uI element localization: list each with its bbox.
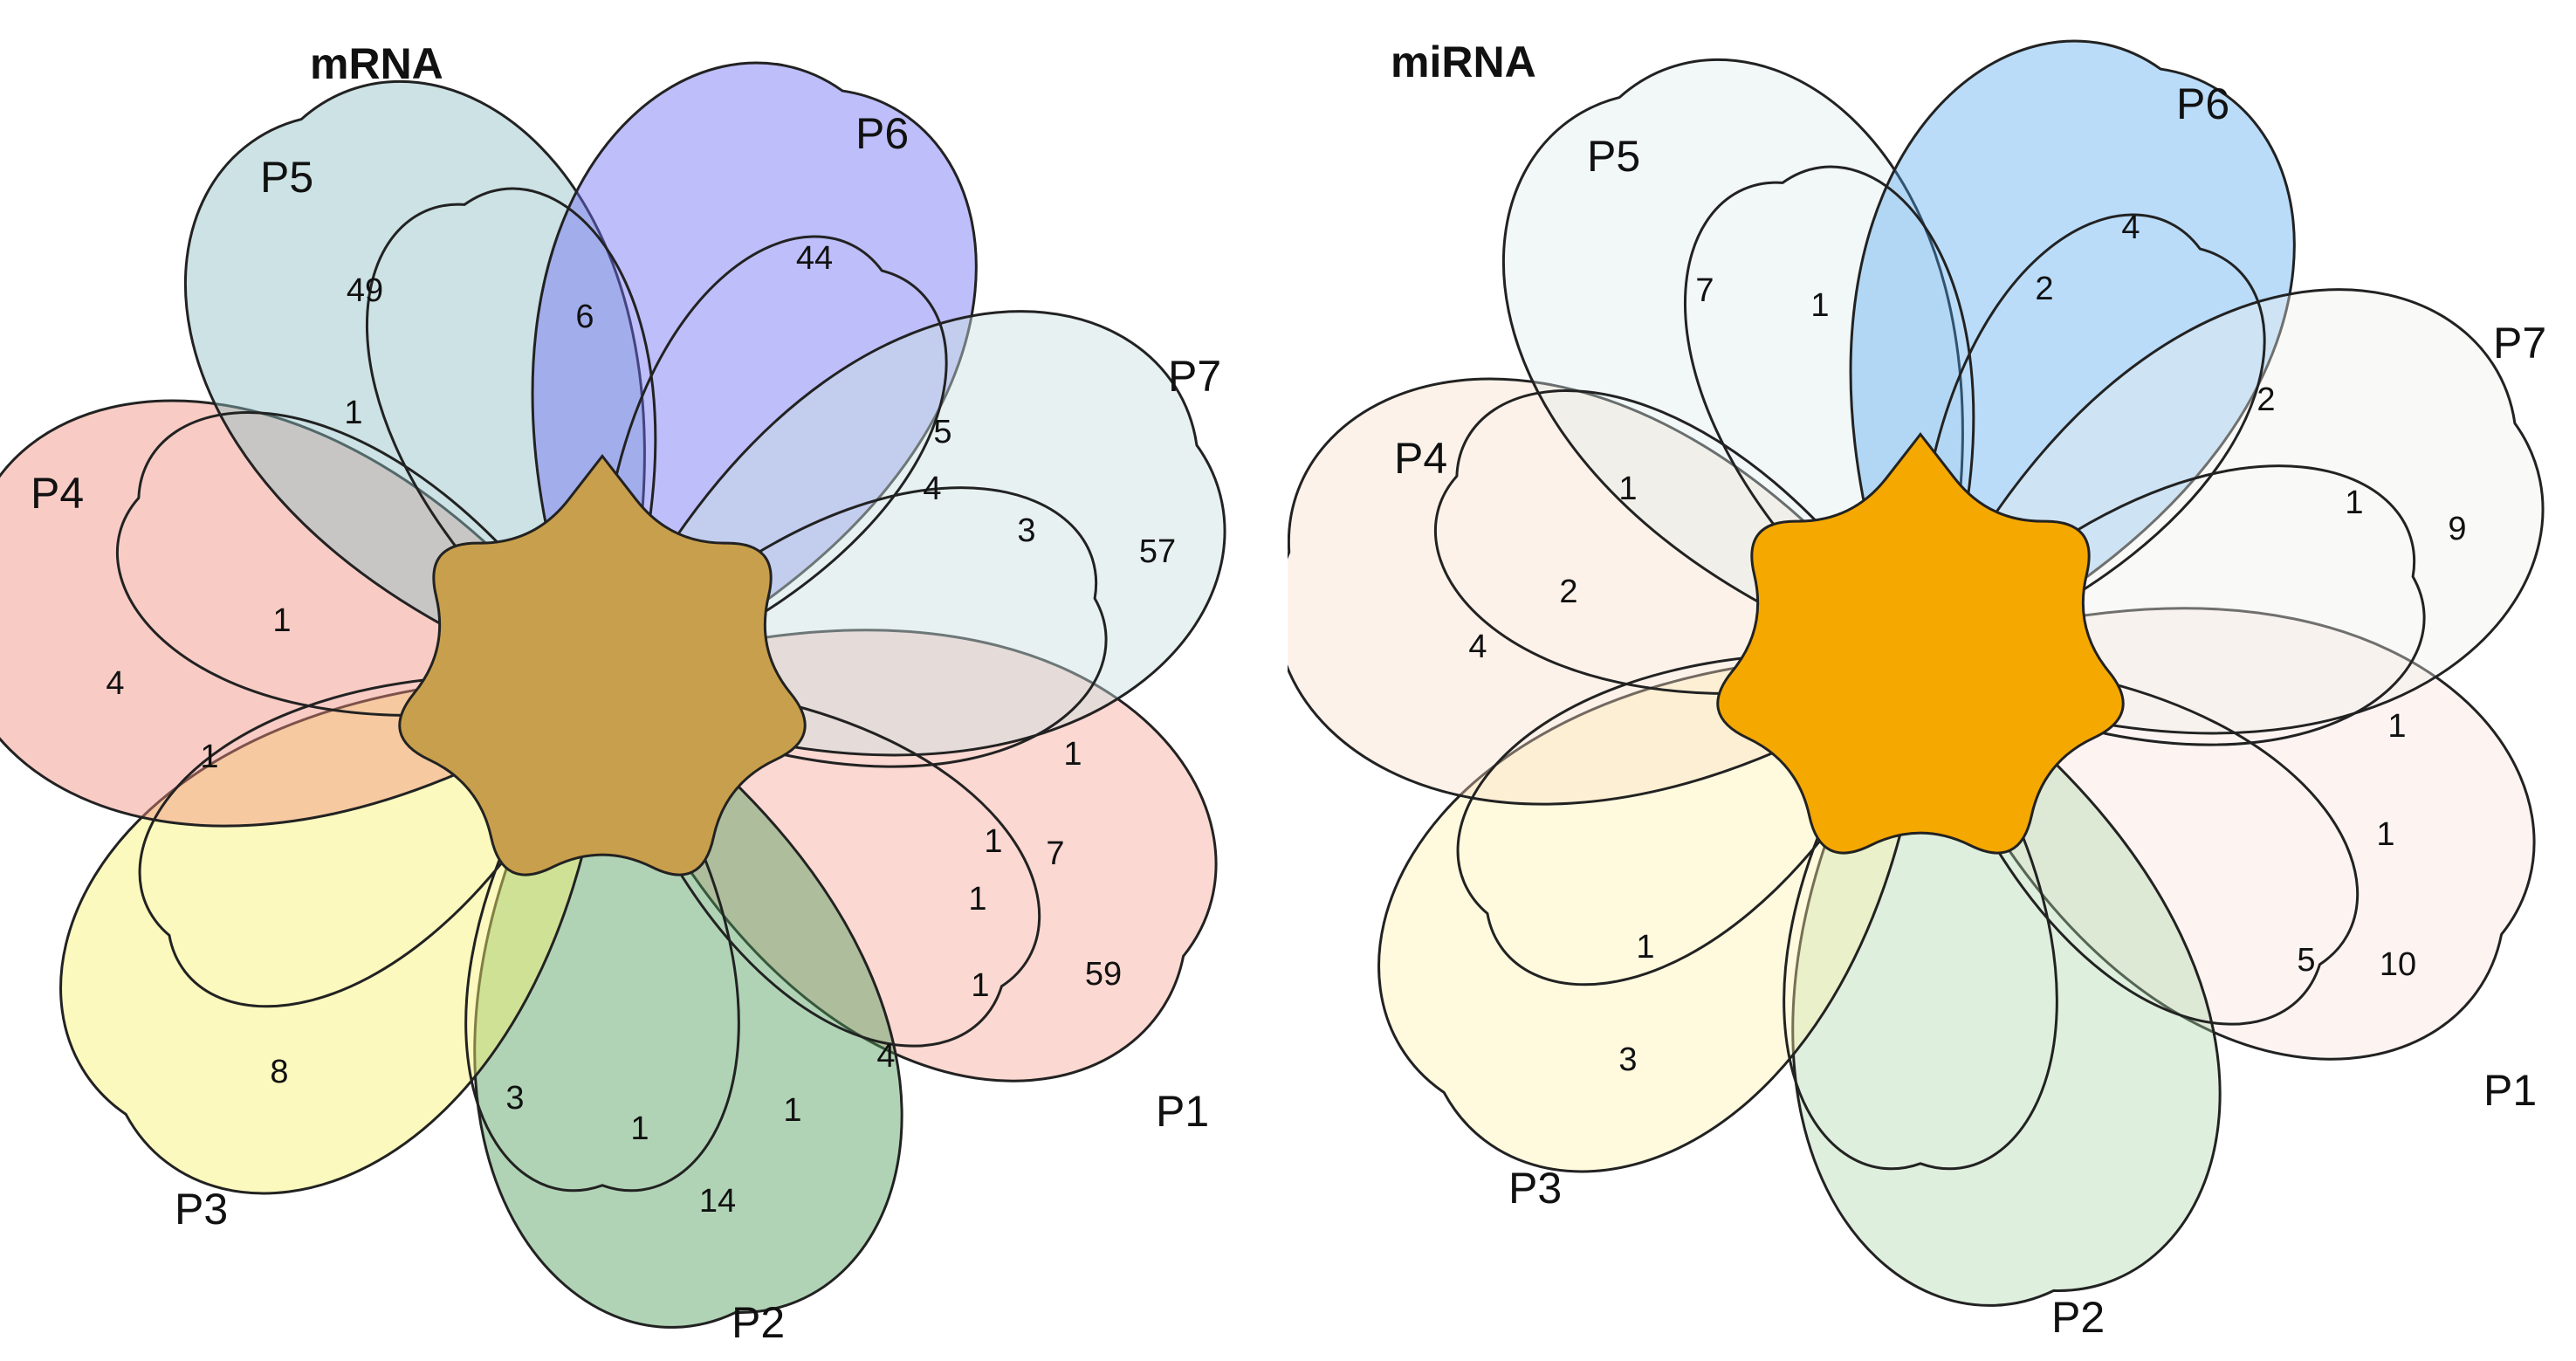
set-label-p4: P4 (1394, 434, 1447, 483)
region-count: 1 (783, 1092, 801, 1129)
count-p7-only: 57 (1139, 533, 1176, 570)
region-count: 4 (923, 471, 941, 507)
set-label-p3: P3 (175, 1185, 228, 1234)
set-label-p7: P7 (1168, 352, 1221, 401)
set-label-p5: P5 (260, 153, 313, 202)
region-count: 3 (505, 1080, 524, 1117)
count-p6-only: 4 (2121, 210, 2140, 246)
region-count: 1 (2376, 816, 2394, 853)
mrna-venn-diagram: mRNA P1 P2 P3 P4 P5 P6 P7 49 44 6 1 5 4 … (0, 39, 1226, 1347)
set-label-p6: P6 (2176, 79, 2229, 128)
region-count: 1 (1810, 287, 1829, 324)
count-p6-only: 44 (796, 240, 833, 277)
mirna-venn-diagram: miRNA P1 P2 P3 P4 P5 P6 P7 7 1 2 4 2 1 9… (1288, 38, 2546, 1342)
region-count: 7 (1046, 835, 1064, 872)
set-label-p7: P7 (2493, 319, 2546, 368)
count-p7-only: 9 (2448, 511, 2466, 547)
count-p5-only: 49 (347, 272, 383, 309)
core-intersection (1716, 432, 2125, 855)
region-count: 3 (1017, 512, 1035, 549)
set-label-p4: P4 (31, 469, 84, 518)
panel-title: mRNA (310, 39, 443, 88)
mirna-venn-panel: miRNA P1 P2 P3 P4 P5 P6 P7 7 1 2 4 2 1 9… (1288, 0, 2576, 1361)
region-count: 1 (1063, 736, 1082, 773)
count-p3-only: 8 (270, 1054, 288, 1090)
region-count: 5 (2297, 942, 2315, 979)
set-label-p1: P1 (1156, 1087, 1209, 1136)
region-count: 1 (630, 1110, 649, 1147)
region-count: 5 (933, 414, 951, 450)
count-p4-only: 4 (106, 665, 124, 702)
set-label-p1: P1 (2483, 1066, 2537, 1115)
region-count: 1 (2387, 708, 2406, 745)
region-count: 1 (1636, 929, 1654, 966)
count-p5-only: 7 (1695, 272, 1714, 309)
set-label-p2: P2 (2051, 1293, 2105, 1342)
region-count: 1 (971, 967, 989, 1004)
count-p3-only: 3 (1618, 1041, 1637, 1078)
region-count: 4 (876, 1038, 895, 1075)
region-count: 1 (344, 395, 362, 431)
panel-title: miRNA (1391, 38, 1536, 86)
set-label-p6: P6 (855, 109, 909, 158)
set-label-p5: P5 (1587, 132, 1640, 181)
region-count: 2 (2035, 271, 2053, 307)
count-p2-only: 14 (699, 1183, 736, 1220)
region-count: 1 (968, 881, 986, 918)
region-count: 1 (2345, 485, 2363, 521)
region-count: 1 (200, 739, 218, 775)
region-count: 1 (984, 823, 1002, 860)
count-p4-only: 4 (1468, 629, 1487, 665)
region-count: 1 (1618, 471, 1637, 507)
set-label-p3: P3 (1508, 1164, 1562, 1213)
region-count: 2 (2257, 381, 2275, 418)
count-p1-only: 59 (1085, 956, 1122, 993)
region-count: 6 (575, 299, 594, 335)
mrna-venn-panel: mRNA P1 P2 P3 P4 P5 P6 P7 49 44 6 1 5 4 … (0, 39, 1226, 1347)
region-count: 1 (272, 602, 291, 639)
region-count: 2 (1559, 574, 1577, 610)
set-label-p2: P2 (732, 1298, 785, 1347)
count-p1-only: 10 (2380, 946, 2416, 983)
core-intersection (398, 454, 807, 876)
